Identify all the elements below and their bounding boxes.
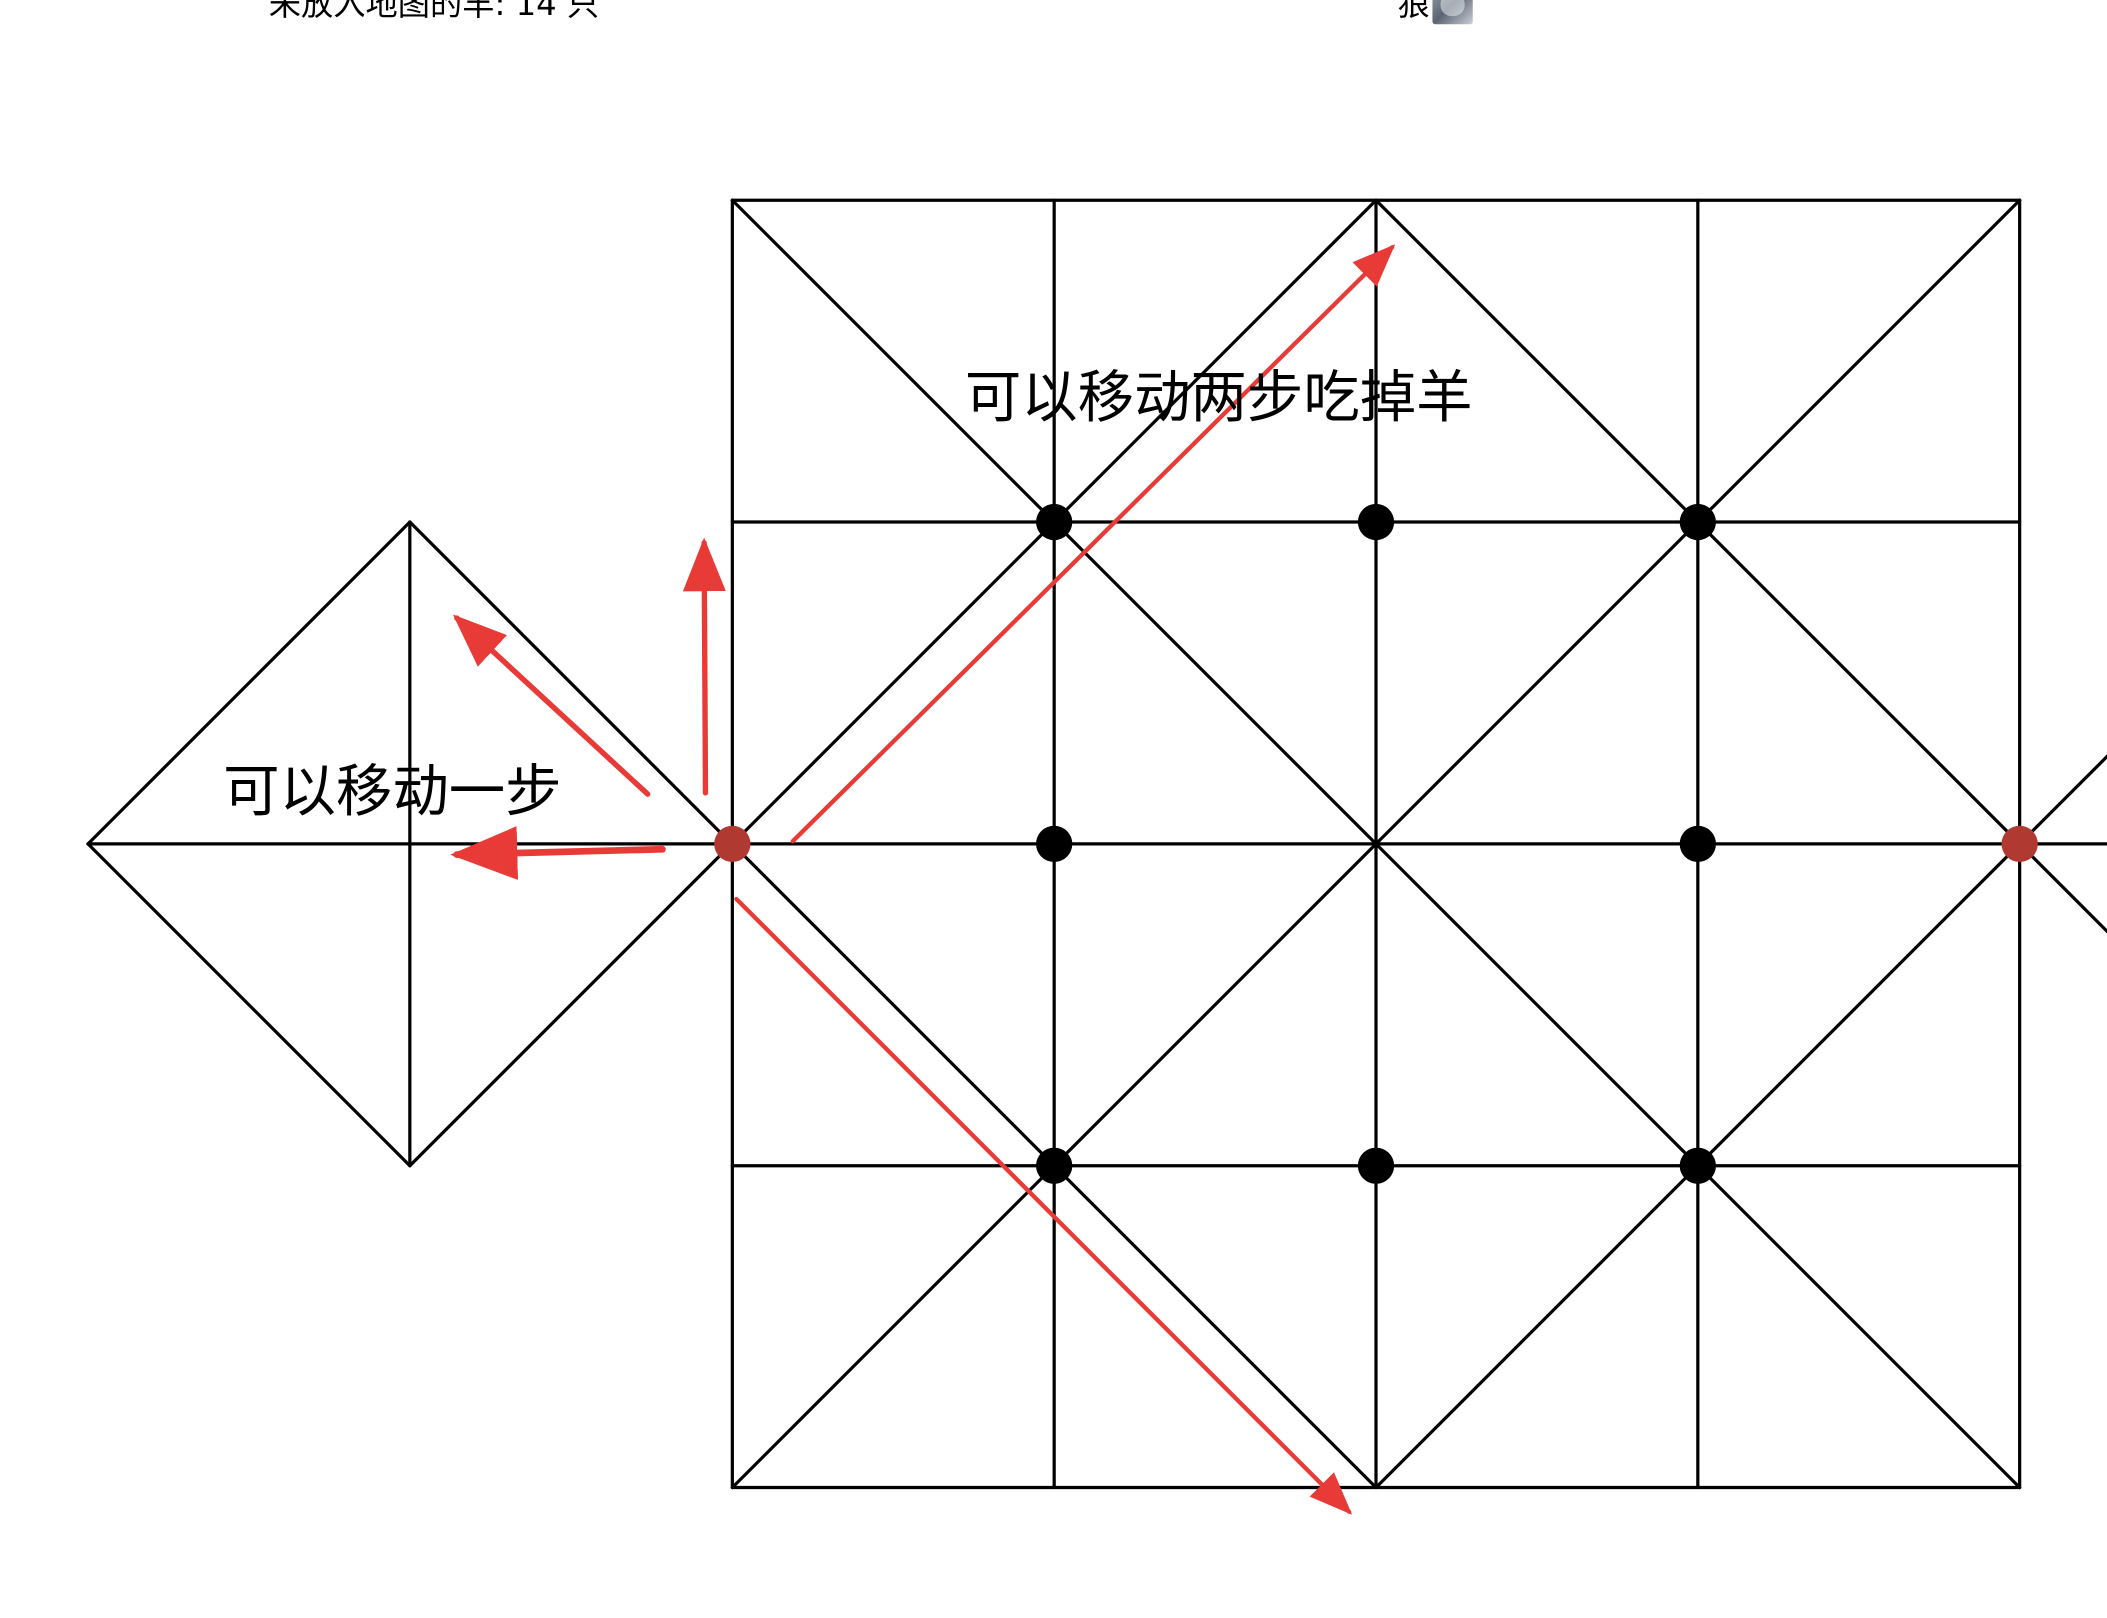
wolf-piece[interactable]: [714, 825, 751, 863]
side-diamond-edge: [408, 842, 734, 1168]
turn-label: 狼: [1397, 0, 1430, 23]
arrow-down-right: [734, 896, 1353, 1515]
sheep-piece[interactable]: [1357, 503, 1395, 541]
two-step-capture-label: 可以移动两步吃掉羊: [965, 366, 1473, 431]
turn-indicator: 狼: [1397, 0, 1473, 25]
wolf-icon: [1432, 0, 1473, 25]
arrow-up-left: [452, 614, 651, 797]
side-diamond-edge: [86, 520, 412, 846]
sheep-piece[interactable]: [1357, 1147, 1395, 1184]
side-diamond-edge: [86, 842, 412, 1168]
wolf-piece[interactable]: [2001, 825, 2038, 863]
unplaced-sheep-counter: 未放入地图的羊: 14 只: [268, 0, 600, 23]
sheep-piece[interactable]: [1036, 503, 1073, 541]
sheep-piece[interactable]: [1679, 1147, 1716, 1184]
arrow-up: [682, 537, 726, 796]
sheep-piece[interactable]: [1679, 825, 1716, 863]
sheep-piece[interactable]: [1036, 825, 1073, 863]
side-diamond-edge: [408, 520, 734, 846]
arrow-left: [450, 826, 666, 880]
right-diamond-edge: [2018, 754, 2107, 846]
sheep-piece[interactable]: [1036, 1147, 1073, 1184]
arrow-up-right: [790, 244, 1396, 844]
right-diamond-edge: [2018, 842, 2107, 934]
move-arrows: [450, 244, 1396, 1515]
one-step-label: 可以移动一步: [223, 759, 562, 824]
board-pieces[interactable]: [714, 503, 2038, 1184]
sheep-piece[interactable]: [1679, 503, 1716, 541]
